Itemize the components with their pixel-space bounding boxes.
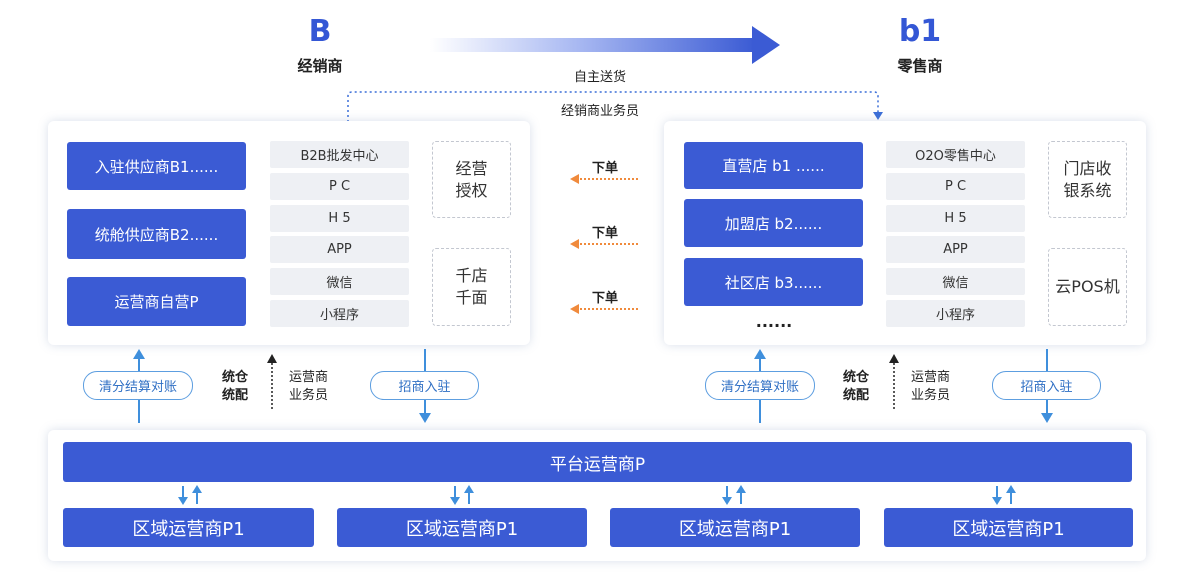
merchant-pill-left[interactable]: 招商入驻 [370,371,479,400]
channel-pc-retail[interactable]: P C [886,173,1025,200]
region-link-arrows-4-icon [992,485,1016,505]
region-link-arrows-1-icon [178,485,202,505]
supplier-b2-button[interactable]: 统舱供应商B2...... [67,209,246,259]
more-stores-ellipsis: ...... [755,312,793,331]
warehouse-label-left: 统仓 统配 [222,370,249,403]
salesman-dotted-up-arrow-right-icon [889,354,899,411]
channel-o2o[interactable]: O2O零售中心 [886,141,1025,168]
channel-h5[interactable]: H 5 [270,205,409,232]
region-link-arrows-3-icon [722,485,746,505]
dealer-role: 经销商 [297,57,343,75]
settlement-pill-left[interactable]: 清分结算对账 [83,371,193,400]
dealer-letter: B [308,14,332,49]
channel-miniprogram[interactable]: 小程序 [270,300,409,327]
salesman-dotted-up-arrow-left-icon [267,354,277,411]
region-operator-button-1[interactable]: 区域运营商P1 [63,508,314,547]
order-arrow-1-icon [570,174,638,184]
merchant-pill-right[interactable]: 招商入驻 [992,371,1101,400]
self-delivery-label: 自主送货 [573,70,626,85]
channel-h5-retail[interactable]: H 5 [886,205,1025,232]
salesman-dotted-arrow-icon [347,91,883,122]
pos-cashier-box: 门店收 银系统 [1048,141,1127,218]
channel-b2b[interactable]: B2B批发中心 [270,141,409,168]
platform-operator-bar[interactable]: 平台运营商P [63,442,1132,482]
channel-miniprogram-retail[interactable]: 小程序 [886,300,1025,327]
order-label-2: 下单 [592,226,619,241]
personalized-store-box: 千店 千面 [432,248,511,326]
warehouse-label-right: 统仓 统配 [843,370,870,403]
operator-salesman-label-right: 运营商 业务员 [911,370,951,403]
self-operated-button[interactable]: 运营商自营P [67,277,246,326]
retailer-role: 零售商 [897,57,943,75]
cloud-pos-box: 云POS机 [1048,248,1127,326]
channel-pc[interactable]: P C [270,173,409,200]
channel-wechat-retail[interactable]: 微信 [886,268,1025,295]
order-label-1: 下单 [592,161,619,176]
franchise-store-button[interactable]: 加盟店 b2...... [684,199,863,247]
community-store-button[interactable]: 社区店 b3...... [684,258,863,306]
settlement-pill-right[interactable]: 清分结算对账 [705,371,815,400]
retailer-letter: b1 [898,14,942,49]
order-arrow-3-icon [570,304,638,314]
channel-app-retail[interactable]: APP [886,236,1025,263]
region-operator-button-4[interactable]: 区域运营商P1 [884,508,1133,547]
order-label-3: 下单 [592,291,619,306]
order-arrow-2-icon [570,239,638,249]
gradient-arrow-icon [430,26,780,64]
channel-app[interactable]: APP [270,236,409,263]
region-operator-button-3[interactable]: 区域运营商P1 [610,508,860,547]
operator-salesman-label-left: 运营商 业务员 [289,370,329,403]
business-authorization-box: 经营 授权 [432,141,511,218]
dealer-salesman-label: 经销商业务员 [560,104,639,119]
supplier-b1-button[interactable]: 入驻供应商B1...... [67,142,246,190]
region-operator-button-2[interactable]: 区域运营商P1 [337,508,587,547]
channel-wechat[interactable]: 微信 [270,268,409,295]
region-link-arrows-2-icon [450,485,474,505]
direct-store-button[interactable]: 直营店 b1 ...... [684,142,863,189]
